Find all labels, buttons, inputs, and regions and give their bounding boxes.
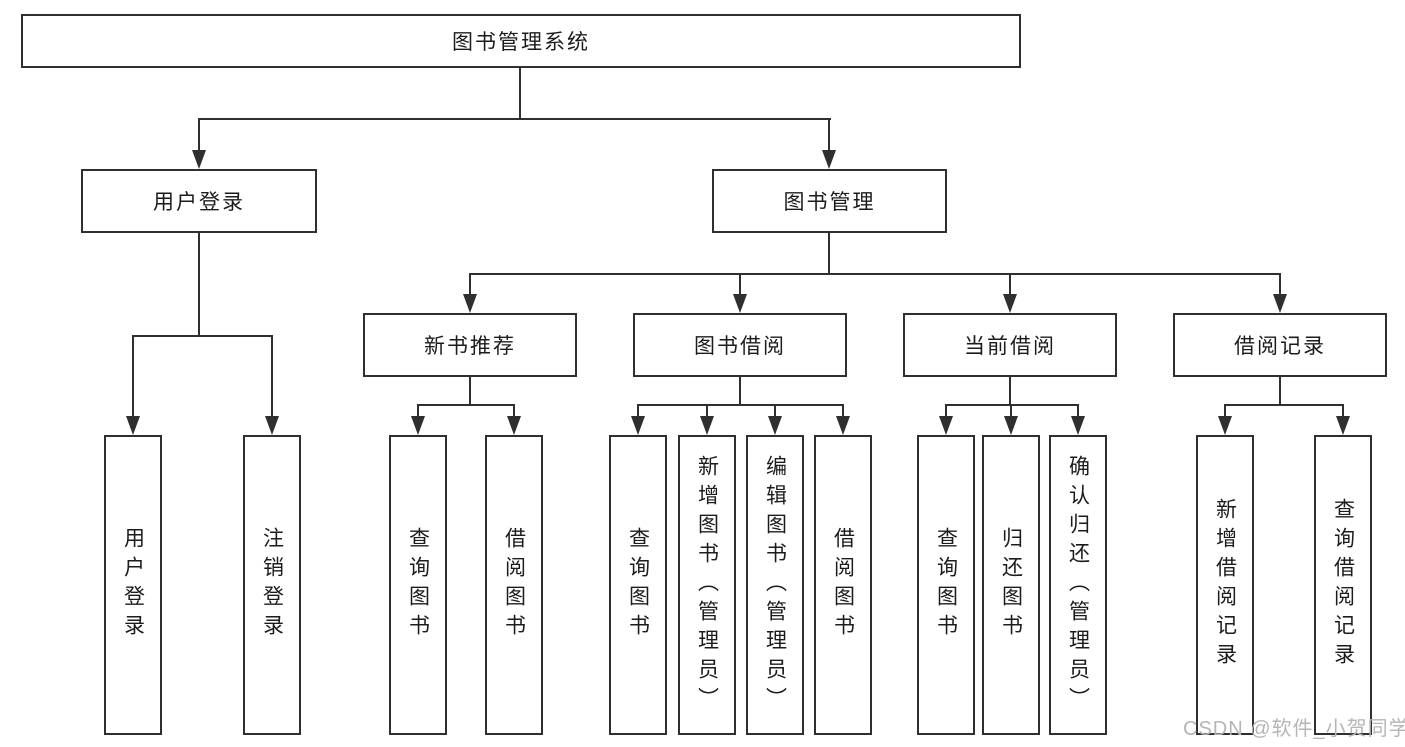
connector-line (1342, 404, 1344, 420)
connector-line (469, 273, 471, 297)
connector-line (469, 377, 471, 406)
connector-line (739, 273, 741, 297)
connector-line (1009, 273, 1011, 297)
arrow-down-icon (836, 416, 850, 435)
leaf-borrow-books: 借阅图书 (485, 435, 543, 735)
node-user-login: 用户登录 (81, 169, 317, 233)
connector-line (198, 233, 200, 337)
leaf-query-books: 查询图书 (917, 435, 975, 735)
leaf-confirm-return-admin: 确认归还（管理员） (1049, 435, 1107, 735)
connector-line (945, 404, 1079, 406)
connector-line (828, 233, 830, 275)
leaf-borrow-books: 借阅图书 (814, 435, 872, 735)
node-library-system: 图书管理系统 (21, 14, 1021, 68)
leaf-edit-books-admin: 编辑图书（管理员） (746, 435, 804, 735)
connector-line (1009, 377, 1011, 406)
connector-line (1010, 404, 1012, 420)
connector-line (706, 404, 708, 420)
arrow-down-icon (768, 416, 782, 435)
connector-line (417, 404, 515, 406)
arrow-down-icon (700, 416, 714, 435)
connector-line (1224, 404, 1344, 406)
arrow-down-icon (192, 150, 206, 169)
node-new-book-recommendation: 新书推荐 (363, 313, 577, 377)
connector-line (637, 404, 844, 406)
connector-line (198, 118, 831, 120)
arrow-down-icon (939, 416, 953, 435)
arrow-down-icon (507, 416, 521, 435)
leaf-query-books: 查询图书 (609, 435, 667, 735)
arrow-down-icon (126, 416, 140, 435)
arrow-down-icon (1004, 416, 1018, 435)
connector-line (417, 404, 419, 420)
connector-line (132, 335, 134, 419)
leaf-user-login: 用户登录 (104, 435, 162, 735)
connector-line (774, 404, 776, 420)
connector-line (1279, 377, 1281, 406)
connector-line (469, 273, 1281, 275)
arrow-down-icon (1071, 416, 1085, 435)
leaf-query-books: 查询图书 (389, 435, 447, 735)
connector-line (132, 335, 273, 337)
connector-line (1224, 404, 1226, 420)
connector-line (828, 118, 830, 152)
connector-line (739, 377, 741, 406)
arrow-down-icon (822, 150, 836, 169)
arrow-down-icon (1273, 294, 1287, 313)
connector-line (271, 335, 273, 419)
connector-line (513, 404, 515, 420)
connector-line (519, 68, 521, 119)
watermark: CSDN @软件_小贺同学 (1183, 718, 1405, 740)
leaf-return-books: 归还图书 (982, 435, 1040, 735)
arrow-down-icon (1336, 416, 1350, 435)
arrow-down-icon (463, 294, 477, 313)
arrow-down-icon (631, 416, 645, 435)
connector-line (637, 404, 639, 420)
connector-line (198, 118, 200, 152)
arrow-down-icon (1218, 416, 1232, 435)
connector-line (842, 404, 844, 420)
leaf-add-borrow-record: 新增借阅记录 (1196, 435, 1254, 735)
node-book-management: 图书管理 (712, 169, 947, 233)
arrow-down-icon (265, 416, 279, 435)
node-borrowing-records: 借阅记录 (1173, 313, 1387, 377)
node-book-borrowing: 图书借阅 (633, 313, 847, 377)
connector-line (1077, 404, 1079, 420)
leaf-logout: 注销登录 (243, 435, 301, 735)
leaf-query-borrow-record: 查询借阅记录 (1314, 435, 1372, 735)
arrow-down-icon (411, 416, 425, 435)
connector-line (945, 404, 947, 420)
arrow-down-icon (733, 294, 747, 313)
node-current-borrowing: 当前借阅 (903, 313, 1117, 377)
leaf-add-books-admin: 新增图书（管理员） (678, 435, 736, 735)
arrow-down-icon (1003, 294, 1017, 313)
connector-line (1279, 273, 1281, 297)
